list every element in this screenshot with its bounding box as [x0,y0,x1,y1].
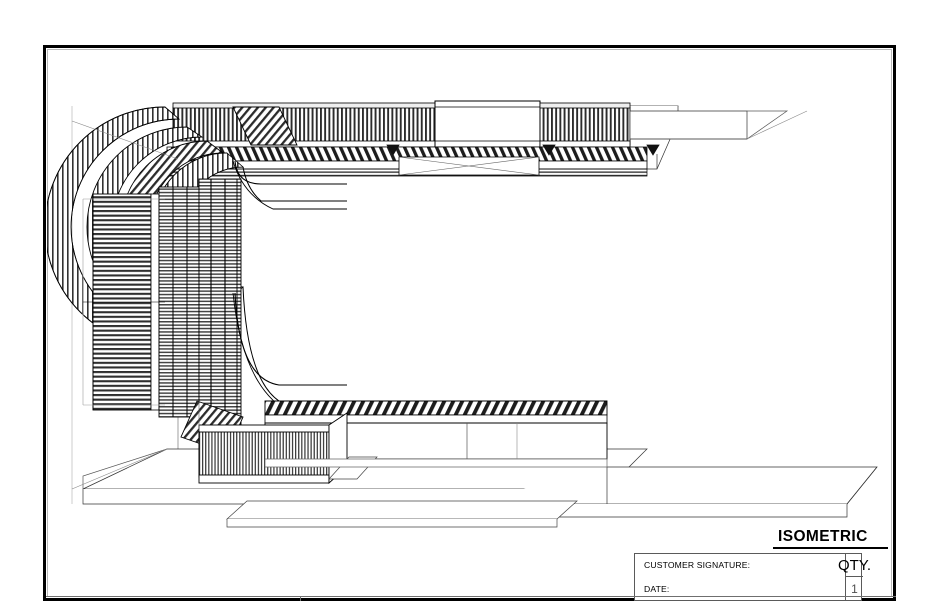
isometric-drawing [47,49,892,597]
customer-signature-label: CUSTOMER SIGNATURE: [644,560,751,570]
sheet-bottom-rule [46,596,896,597]
sheet-bottom-tick [300,597,301,601]
title-block-labels: CUSTOMER SIGNATURE: DATE: [635,554,846,600]
qty-value[interactable]: 1 [851,581,858,596]
qty-header: QTY. [838,554,871,577]
view-title: ISOMETRIC [778,528,868,545]
customer-signature-row[interactable]: CUSTOMER SIGNATURE: [635,554,845,577]
qty-column: QTY. 1 [838,554,871,600]
title-block: CUSTOMER SIGNATURE: DATE: QTY. 1 [634,553,871,601]
view-title-underline [773,547,888,549]
date-row[interactable]: DATE: [635,577,845,600]
date-label: DATE: [644,583,670,594]
